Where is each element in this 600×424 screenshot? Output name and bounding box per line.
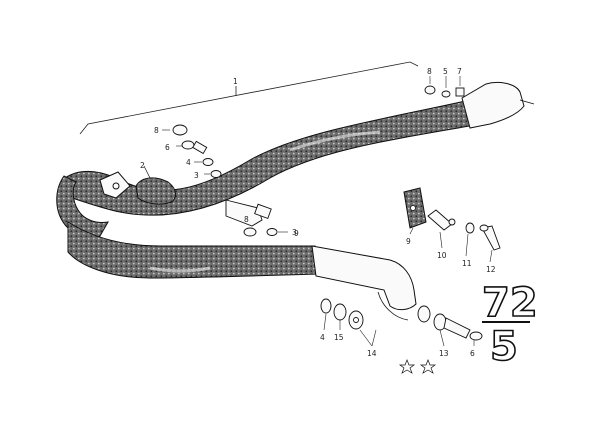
lower-left-washers bbox=[320, 298, 364, 330]
callout-4b: 4 bbox=[320, 333, 325, 342]
upper-bolt-stack bbox=[172, 124, 222, 178]
upper-right-bolt-stack bbox=[424, 85, 465, 98]
callout-15: 15 bbox=[334, 333, 344, 342]
lower-belt-strap bbox=[67, 221, 319, 279]
group-number-bottom: 5 bbox=[490, 324, 518, 370]
lower-right-bolt bbox=[417, 305, 483, 341]
group-number-top: 72 bbox=[482, 280, 538, 326]
callout-4a: 4 bbox=[186, 158, 191, 167]
group-number-block: 72 5 bbox=[481, 279, 538, 371]
callout-6a: 6 bbox=[165, 143, 170, 152]
star-markers bbox=[398, 359, 437, 374]
callout-5: 5 bbox=[443, 67, 448, 76]
callout-13: 13 bbox=[439, 349, 449, 358]
belt-loop-left bbox=[56, 175, 109, 239]
middle-fitting bbox=[225, 199, 278, 237]
lower-strap-tongue bbox=[311, 245, 417, 321]
callout-12: 12 bbox=[486, 265, 496, 274]
callout-8a: 8 bbox=[154, 126, 159, 135]
callout-leader-lines bbox=[162, 76, 493, 347]
callout-labels: 1 2 3 3 4 4 5 6 6 7 8 8 8 9 9 10 11 12 1… bbox=[140, 67, 496, 358]
callout-7: 7 bbox=[457, 67, 462, 76]
assembly-bracket-line bbox=[79, 61, 419, 135]
buckle-hook bbox=[99, 171, 131, 199]
callout-9b: 9 bbox=[294, 229, 299, 238]
star-icon bbox=[419, 359, 437, 374]
part-2-cover bbox=[135, 165, 176, 205]
part-9-triangle-plate bbox=[403, 187, 427, 229]
callout-3a: 3 bbox=[194, 171, 199, 180]
callout-8c: 8 bbox=[244, 215, 249, 224]
right-fasteners bbox=[427, 209, 501, 251]
callout-6b: 6 bbox=[470, 349, 475, 358]
upper-anchor-bracket bbox=[461, 81, 535, 129]
callout-9a: 9 bbox=[406, 237, 411, 246]
callout-2: 2 bbox=[140, 161, 145, 170]
callout-3b: 3 bbox=[292, 228, 297, 237]
callout-14: 14 bbox=[367, 349, 377, 358]
callout-10: 10 bbox=[437, 251, 447, 260]
star-icon bbox=[398, 359, 416, 374]
callout-8b: 8 bbox=[427, 67, 432, 76]
callout-1: 1 bbox=[233, 77, 238, 86]
callout-11: 11 bbox=[462, 259, 472, 268]
